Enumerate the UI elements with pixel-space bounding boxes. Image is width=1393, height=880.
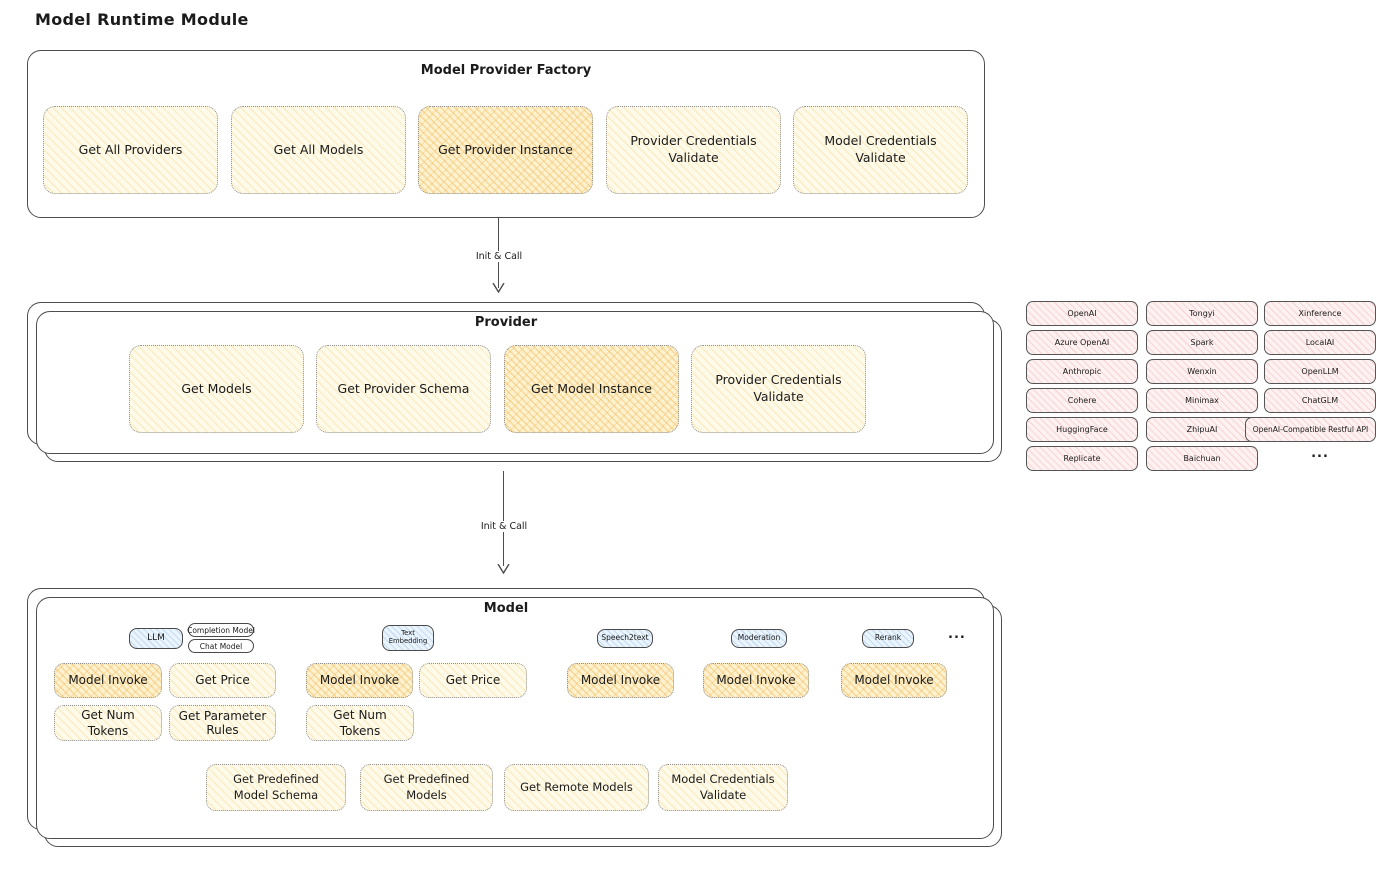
provider-chip-xinference: Xinference [1264, 301, 1376, 326]
provider-chip-openai: OpenAI [1026, 301, 1138, 326]
moderation-model-invoke-button: Model Invoke [703, 663, 809, 698]
tag-moderation: Moderation [731, 629, 787, 648]
init-call-label-1: Init & Call [470, 251, 528, 262]
factory-button-get-all-models: Get All Models [231, 106, 406, 194]
llm-get-parameter-rules-button: Get Parameter Rules [169, 705, 276, 741]
provider-chip-anthropic: Anthropic [1026, 359, 1138, 384]
provider-chip-openai-compatible: OpenAI-Compatible Restful API [1245, 417, 1376, 442]
get-predefined-model-schema-button: Get Predefined Model Schema [206, 764, 346, 811]
provider-chip-chatglm: ChatGLM [1264, 388, 1376, 413]
provider-chip-spark: Spark [1146, 330, 1258, 355]
provider-chip-cohere: Cohere [1026, 388, 1138, 413]
provider-button-get-model-instance: Get Model Instance [504, 345, 679, 433]
tag-speech2text: Speech2text [597, 629, 653, 648]
model-credentials-validate-button: Model Credentials Validate [658, 764, 788, 811]
llm-get-num-tokens-button: Get Num Tokens [54, 705, 162, 741]
providers-grid: OpenAI Tongyi Xinference Azure OpenAI Sp… [1026, 301, 1378, 473]
factory-button-get-all-providers: Get All Providers [43, 106, 218, 194]
get-remote-models-button: Get Remote Models [504, 764, 649, 811]
page-title: Model Runtime Module [35, 10, 249, 29]
llm-get-price-button: Get Price [169, 663, 276, 698]
provider-chip-minimax: Minimax [1146, 388, 1258, 413]
provider-chip-wenxin: Wenxin [1146, 359, 1258, 384]
text-embedding-model-invoke-button: Model Invoke [306, 663, 413, 698]
speech2text-model-invoke-button: Model Invoke [567, 663, 674, 698]
factory-button-get-provider-instance: Get Provider Instance [418, 106, 593, 194]
down-arrowhead-icon [497, 564, 510, 574]
provider-button-get-models: Get Models [129, 345, 304, 433]
provider-chip-openllm: OpenLLM [1264, 359, 1376, 384]
model-types-more-ellipsis: ... [948, 627, 966, 642]
provider-button-provider-credentials-validate: Provider Credentials Validate [691, 345, 866, 433]
model-box: Model LLM Completion Model Chat Model Te… [27, 588, 1002, 847]
rerank-model-invoke-button: Model Invoke [841, 663, 947, 698]
provider-chip-azure-openai: Azure OpenAI [1026, 330, 1138, 355]
provider-title: Provider [474, 315, 538, 330]
provider-chip-tongyi: Tongyi [1146, 301, 1258, 326]
text-embedding-get-price-button: Get Price [419, 663, 527, 698]
providers-more-ellipsis: ... [1311, 446, 1329, 461]
tag-llm: LLM [129, 628, 183, 649]
model-title: Model [483, 601, 529, 616]
tag-chat-model: Chat Model [188, 639, 254, 653]
down-arrowhead-icon [492, 283, 505, 293]
tag-text-embedding: Text Embedding [382, 625, 434, 651]
provider-chip-zhipuai: ZhipuAI [1146, 417, 1258, 442]
text-embedding-get-num-tokens-button: Get Num Tokens [306, 705, 414, 741]
tag-completion-model: Completion Model [187, 623, 255, 637]
provider-box: Provider Get Models Get Provider Schema … [27, 302, 1002, 462]
model-provider-factory-box: Model Provider Factory Get All Providers… [27, 50, 985, 218]
provider-chip-replicate: Replicate [1026, 446, 1138, 471]
factory-button-model-credentials-validate: Model Credentials Validate [793, 106, 968, 194]
down-arrow-icon [503, 471, 505, 566]
factory-button-provider-credentials-validate: Provider Credentials Validate [606, 106, 781, 194]
get-predefined-models-button: Get Predefined Models [360, 764, 493, 811]
llm-model-invoke-button: Model Invoke [54, 663, 162, 698]
factory-title: Model Provider Factory [420, 63, 592, 78]
init-call-label-2: Init & Call [475, 521, 533, 532]
tag-rerank: Rerank [862, 629, 914, 648]
provider-button-get-provider-schema: Get Provider Schema [316, 345, 491, 433]
provider-chip-huggingface: HuggingFace [1026, 417, 1138, 442]
provider-chip-baichuan: Baichuan [1146, 446, 1258, 471]
provider-chip-localai: LocalAI [1264, 330, 1376, 355]
